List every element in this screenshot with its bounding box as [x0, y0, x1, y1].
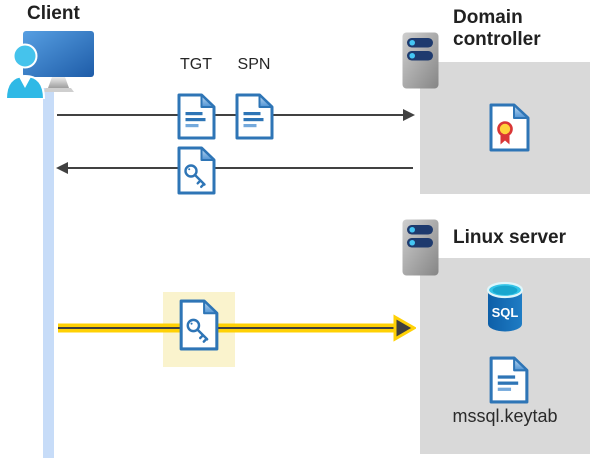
client-timeline [43, 88, 54, 458]
request-arrow-line [57, 114, 405, 116]
monitor-base [43, 88, 74, 92]
sql-database-icon: SQL [486, 281, 524, 332]
keytab-file-label: mssql.keytab [452, 406, 558, 426]
tgt-label: TGT [180, 56, 212, 73]
response-arrow-line [66, 167, 413, 169]
ribbon-seal [499, 123, 511, 135]
monitor-icon [23, 31, 94, 77]
domain-controller-server-icon [402, 32, 439, 89]
certificate-document-icon [489, 103, 530, 152]
sql-badge-label: SQL [492, 305, 519, 320]
key-glyph [184, 164, 206, 188]
person-collar [18, 76, 32, 88]
linux-server-server-icon [402, 219, 439, 276]
linux-server-label: Linux server [453, 227, 566, 248]
client-label: Client [27, 3, 80, 24]
ticket-key-document-icon [177, 146, 216, 195]
request-arrow-head-icon [403, 109, 415, 121]
sql-connection-arrow-head-icon [393, 314, 416, 342]
key-glyph [186, 318, 209, 343]
monitor-stand [48, 77, 69, 88]
person-head [12, 43, 38, 69]
tgt-document-icon [177, 93, 216, 140]
highlighted-key-document-icon [179, 299, 219, 351]
keytab-document-icon [489, 356, 529, 404]
response-arrow-head-icon [56, 162, 68, 174]
sql-connection-arrow [58, 314, 416, 342]
domain-controller-label: Domain controller [453, 7, 541, 50]
client-icon [4, 31, 94, 99]
spn-label: SPN [237, 56, 271, 73]
ribbon-tails [500, 134, 510, 145]
spn-document-icon [235, 93, 274, 140]
